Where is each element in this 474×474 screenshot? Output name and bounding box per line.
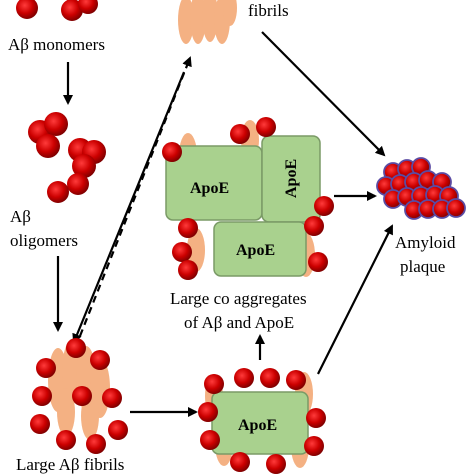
amyloid-plaque-cluster [376,157,466,220]
abeta-monomer [308,252,328,272]
monomer-cluster [16,0,98,21]
monomers-label: Aβ monomers [8,35,105,54]
abeta-monomer [67,173,89,195]
abeta-monomer [266,454,286,474]
apoe-box [213,221,307,277]
abeta-monomer [47,181,69,203]
abeta-monomer [61,0,83,21]
abeta-monomer [304,216,324,236]
abeta-monomer [200,430,220,450]
arrow-apoe-complex-to-plaque [317,224,393,375]
fibril [223,0,237,26]
abeta-monomer [306,408,326,428]
abeta-monomer [30,414,50,434]
abeta-monomer [304,436,324,456]
fibrils-label: fibrils [248,1,289,20]
oligomers-label-line1: Aβ [10,207,31,226]
large-fibrils-label: Large Aβ fibrils [16,455,124,474]
apoe-label: ApoE [236,242,275,259]
coaggregate-cluster: ApoE ApoE ApoE [162,117,334,280]
abeta-monomer [234,368,254,388]
abeta-monomer [230,124,250,144]
plaque-label-line1: Amyloid [395,233,456,252]
abeta-monomer [86,434,106,454]
abeta-monomer [178,260,198,280]
solid-arrow-fibrils-to-large-fibrils [72,71,186,344]
large-fibril-cluster [30,338,128,454]
abeta-monomer [178,218,198,238]
abeta-monomer [90,350,110,370]
abeta-monomer [36,358,56,378]
abeta-monomer [56,430,76,450]
coaggregates-label-line1: Large co aggregates [170,289,307,308]
abeta-monomer [198,402,218,422]
apoe-label: ApoE [238,417,277,434]
fibril [57,388,75,436]
abeta-monomer [172,242,192,262]
abeta-monomer [314,196,334,216]
abeta-monomer [44,112,68,136]
abeta-monomer [66,338,86,358]
fibril [202,0,218,42]
apoe-complex-cluster: ApoE [198,368,326,474]
abeta-monomer [230,452,250,472]
abeta-monomer [102,388,122,408]
fibril [190,0,206,44]
oligomer-cluster [28,112,106,203]
coaggregates-label-line2: of Aβ and ApoE [184,313,294,332]
abeta-monomer [108,420,128,440]
plaque-label-line2: plaque [400,257,445,276]
dashed-arrow-large-fibrils-to-fibrils [78,56,192,337]
abeta-monomer [36,134,60,158]
abeta-monomer [16,0,38,19]
abeta-monomer [72,154,96,178]
abeta-monomer [78,0,98,14]
abeta-monomer [260,368,280,388]
abeta-monomer [256,117,276,137]
abeta-monomer [72,386,92,406]
abeta-monomer [446,198,466,218]
fibril-cluster-top [178,0,237,44]
abeta-monomer [286,370,306,390]
oligomers-label-line2: oligomers [10,231,78,250]
fibril [178,0,194,44]
abeta-monomer [162,142,182,162]
apoe-label: ApoE [190,180,229,197]
abeta-monomer [204,374,224,394]
apoe-label: ApoE [283,159,300,198]
abeta-monomer [32,386,52,406]
arrow-fibrils-to-plaque [261,31,386,157]
